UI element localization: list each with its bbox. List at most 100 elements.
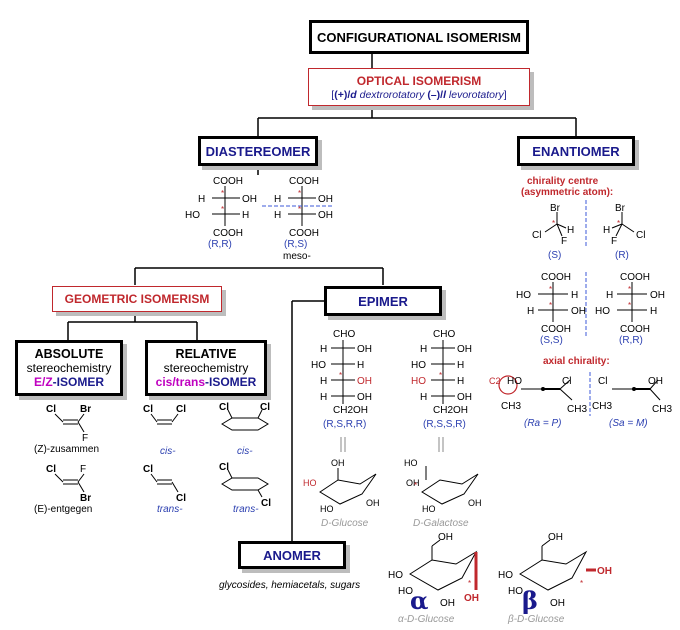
svg-text:OH: OH (440, 598, 455, 609)
fischer-rr-enantiomer: COOH H OH HO H COOH * * (595, 272, 665, 335)
allene-sa: Cl CH3 OH CH3 (592, 376, 672, 415)
enantiomer-box: ENANTIOMER (517, 136, 635, 166)
svg-text:OH: OH (457, 344, 472, 355)
svg-text:OH: OH (648, 376, 663, 387)
svg-text:Cl: Cl (598, 376, 607, 387)
svg-text:OH: OH (457, 392, 472, 403)
svg-text:CHO: CHO (333, 329, 355, 340)
chirality-centre-label: chirality centre (527, 176, 599, 187)
anomer-box: ANOMER (238, 541, 346, 569)
svg-text:COOH: COOH (541, 272, 571, 283)
svg-text:H: H (242, 210, 249, 221)
svg-text:COOH: COOH (213, 228, 243, 239)
svg-text:OH: OH (650, 290, 665, 301)
svg-text:H: H (274, 194, 281, 205)
beta-name: β-D-Glucose (508, 614, 565, 625)
svg-text:HO: HO (422, 504, 436, 514)
epimer-box: EPIMER (324, 286, 442, 316)
svg-text:CHO: CHO (433, 329, 455, 340)
alpha-symbol: α (410, 586, 429, 615)
svg-text:H: H (274, 210, 281, 221)
svg-text:CH3: CH3 (501, 401, 521, 412)
fischer-ss: COOH HO H H OH COOH * * (516, 272, 586, 335)
svg-text:H: H (420, 344, 427, 355)
svg-text:Cl: Cl (532, 230, 541, 241)
svg-text:Br: Br (550, 203, 561, 214)
svg-text:*: * (439, 371, 442, 380)
alkene-cis: Cl Cl (143, 404, 186, 425)
galactose-config-label: (R,S,S,R) (423, 419, 466, 430)
svg-text:OH: OH (464, 593, 479, 604)
svg-text:H: H (603, 225, 610, 236)
svg-text:*: * (221, 205, 224, 214)
pyranose-galactose: HO OH HO OH * (404, 458, 482, 514)
fischer-rr: COOH H OH HO H COOH * * (185, 176, 257, 239)
svg-text:F: F (561, 236, 567, 247)
svg-text:HO: HO (185, 210, 200, 221)
chiral-centre-r: Br Cl H F * (603, 203, 645, 247)
svg-text:OH: OH (357, 392, 372, 403)
pyranose-glucose: OH HO HO OH (303, 458, 380, 514)
svg-text:HO: HO (311, 360, 326, 371)
svg-text:Br: Br (80, 404, 91, 415)
anomer-subtitle: glycosides, hemiacetals, sugars (219, 580, 361, 591)
s-label: (S) (548, 250, 562, 261)
svg-text:Cl: Cl (46, 464, 56, 475)
svg-text:*: * (468, 579, 471, 588)
svg-text:*: * (617, 219, 620, 228)
allene-ra: C2 HO CH3 Cl CH3 (489, 375, 587, 415)
equivalence-marks (340, 437, 444, 452)
glucose-config-label: (R,S,R,R) (323, 419, 367, 430)
svg-text:*: * (221, 189, 224, 198)
svg-text:HO: HO (516, 290, 531, 301)
svg-text:H: H (457, 376, 464, 387)
diastereomer-box: DIASTEREOMER (198, 136, 318, 166)
svg-text:OH: OH (242, 194, 257, 205)
svg-text:OH: OH (357, 376, 372, 387)
e-label: (E)-entgegen (34, 504, 93, 515)
svg-text:OH: OH (571, 306, 586, 317)
svg-text:OH: OH (548, 532, 563, 543)
svg-text:H: H (650, 306, 657, 317)
svg-text:OH: OH (366, 498, 380, 508)
sa-label: (Sa = M) (609, 418, 648, 429)
ss-label: (S,S) (540, 335, 563, 346)
svg-text:C2: C2 (489, 376, 501, 386)
svg-text:OH: OH (468, 498, 482, 508)
svg-text:HO: HO (320, 504, 334, 514)
svg-text:H: H (567, 225, 574, 236)
svg-text:*: * (414, 481, 417, 490)
svg-text:*: * (549, 301, 552, 310)
pyranose-beta: OH HO HO OH OH * (498, 532, 612, 609)
svg-text:COOH: COOH (289, 228, 319, 239)
svg-text:HO: HO (498, 570, 513, 581)
trans2-label: trans- (233, 504, 259, 515)
svg-text:Cl: Cl (143, 464, 153, 475)
svg-text:H: H (320, 376, 327, 387)
svg-text:*: * (549, 285, 552, 294)
svg-text:H: H (357, 360, 364, 371)
relative-box: RELATIVE stereochemistry cis/trans-ISOME… (145, 340, 267, 396)
svg-text:OH: OH (331, 458, 345, 468)
svg-text:Cl: Cl (176, 404, 186, 415)
svg-text:COOH: COOH (620, 272, 650, 283)
optical-subtitle: [(+)/d dextrorotatory (–)/l levorotatory… (331, 88, 507, 101)
svg-text:*: * (580, 579, 583, 588)
alkene-e: Cl F Br (46, 464, 91, 504)
svg-text:*: * (298, 189, 301, 198)
svg-text:HO: HO (303, 478, 317, 488)
rs-label: (R,S) (284, 239, 308, 250)
svg-text:HO: HO (507, 376, 522, 387)
glucose-name: D-Glucose (321, 518, 369, 529)
alpha-name: α-D-Glucose (398, 614, 455, 625)
svg-text:CH3: CH3 (592, 401, 612, 412)
svg-text:*: * (628, 301, 631, 310)
svg-text:COOH: COOH (620, 324, 650, 335)
svg-text:*: * (628, 285, 631, 294)
svg-text:Cl: Cl (176, 493, 186, 504)
svg-text:COOH: COOH (541, 324, 571, 335)
svg-text:Cl: Cl (219, 462, 229, 473)
svg-text:HO: HO (411, 360, 426, 371)
svg-text:HO: HO (508, 586, 523, 597)
